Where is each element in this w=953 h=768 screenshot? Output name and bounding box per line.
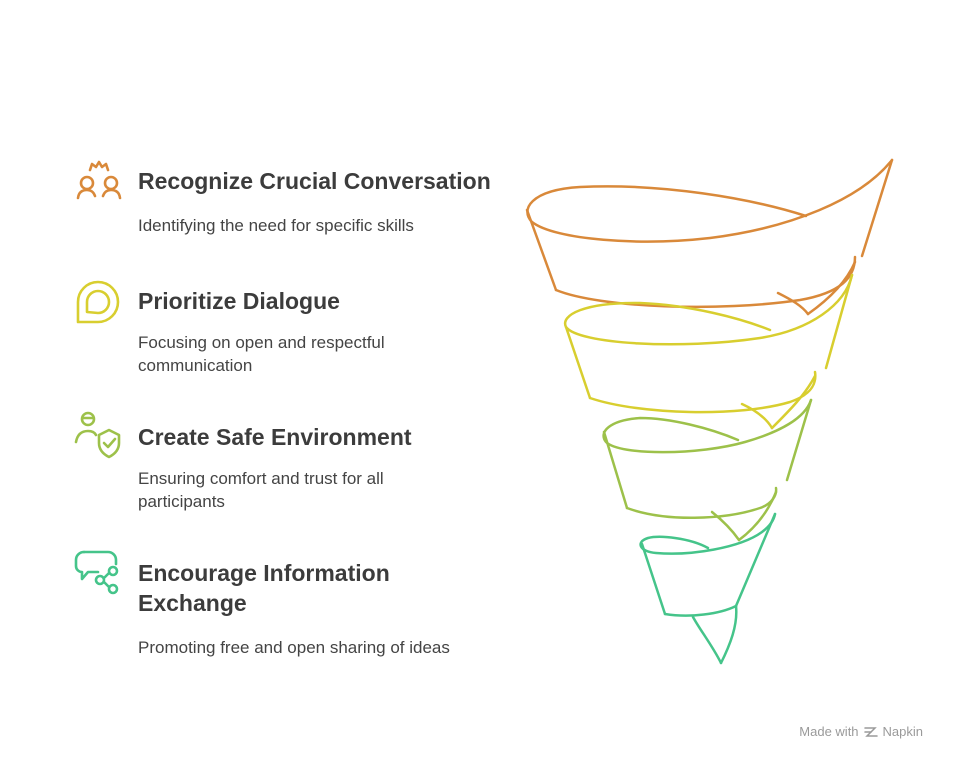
- step-1-title: Recognize Crucial Conversation: [138, 168, 491, 194]
- napkin-brand-label: Napkin: [882, 724, 923, 739]
- made-with-napkin-credit: Made with Napkin: [799, 724, 923, 739]
- two-people-conversation-icon: [74, 158, 124, 208]
- step-3-description: Ensuring comfort and trust for all parti…: [138, 469, 384, 511]
- step-2-description: Focusing on open and respectful communic…: [138, 333, 385, 375]
- napkin-logo-icon: [863, 726, 878, 737]
- funnel-ring-teal: [639, 512, 777, 665]
- step-2-title: Prioritize Dialogue: [138, 288, 340, 314]
- funnel-ring-green: [602, 398, 813, 542]
- chat-bubble-icon: [74, 278, 124, 328]
- chat-share-icon: [74, 546, 124, 596]
- step-4-description: Promoting free and open sharing of ideas: [138, 638, 450, 657]
- step-1-description: Identifying the need for specific skills: [138, 216, 414, 235]
- step-3-title: Create Safe Environment: [138, 424, 412, 450]
- funnel-ring-orange: [525, 158, 894, 316]
- made-with-label: Made with: [799, 724, 859, 739]
- person-shield-icon: [74, 410, 124, 460]
- funnel-ring-yellow: [563, 273, 854, 430]
- step-4-title: Encourage Information Exchange: [138, 560, 390, 616]
